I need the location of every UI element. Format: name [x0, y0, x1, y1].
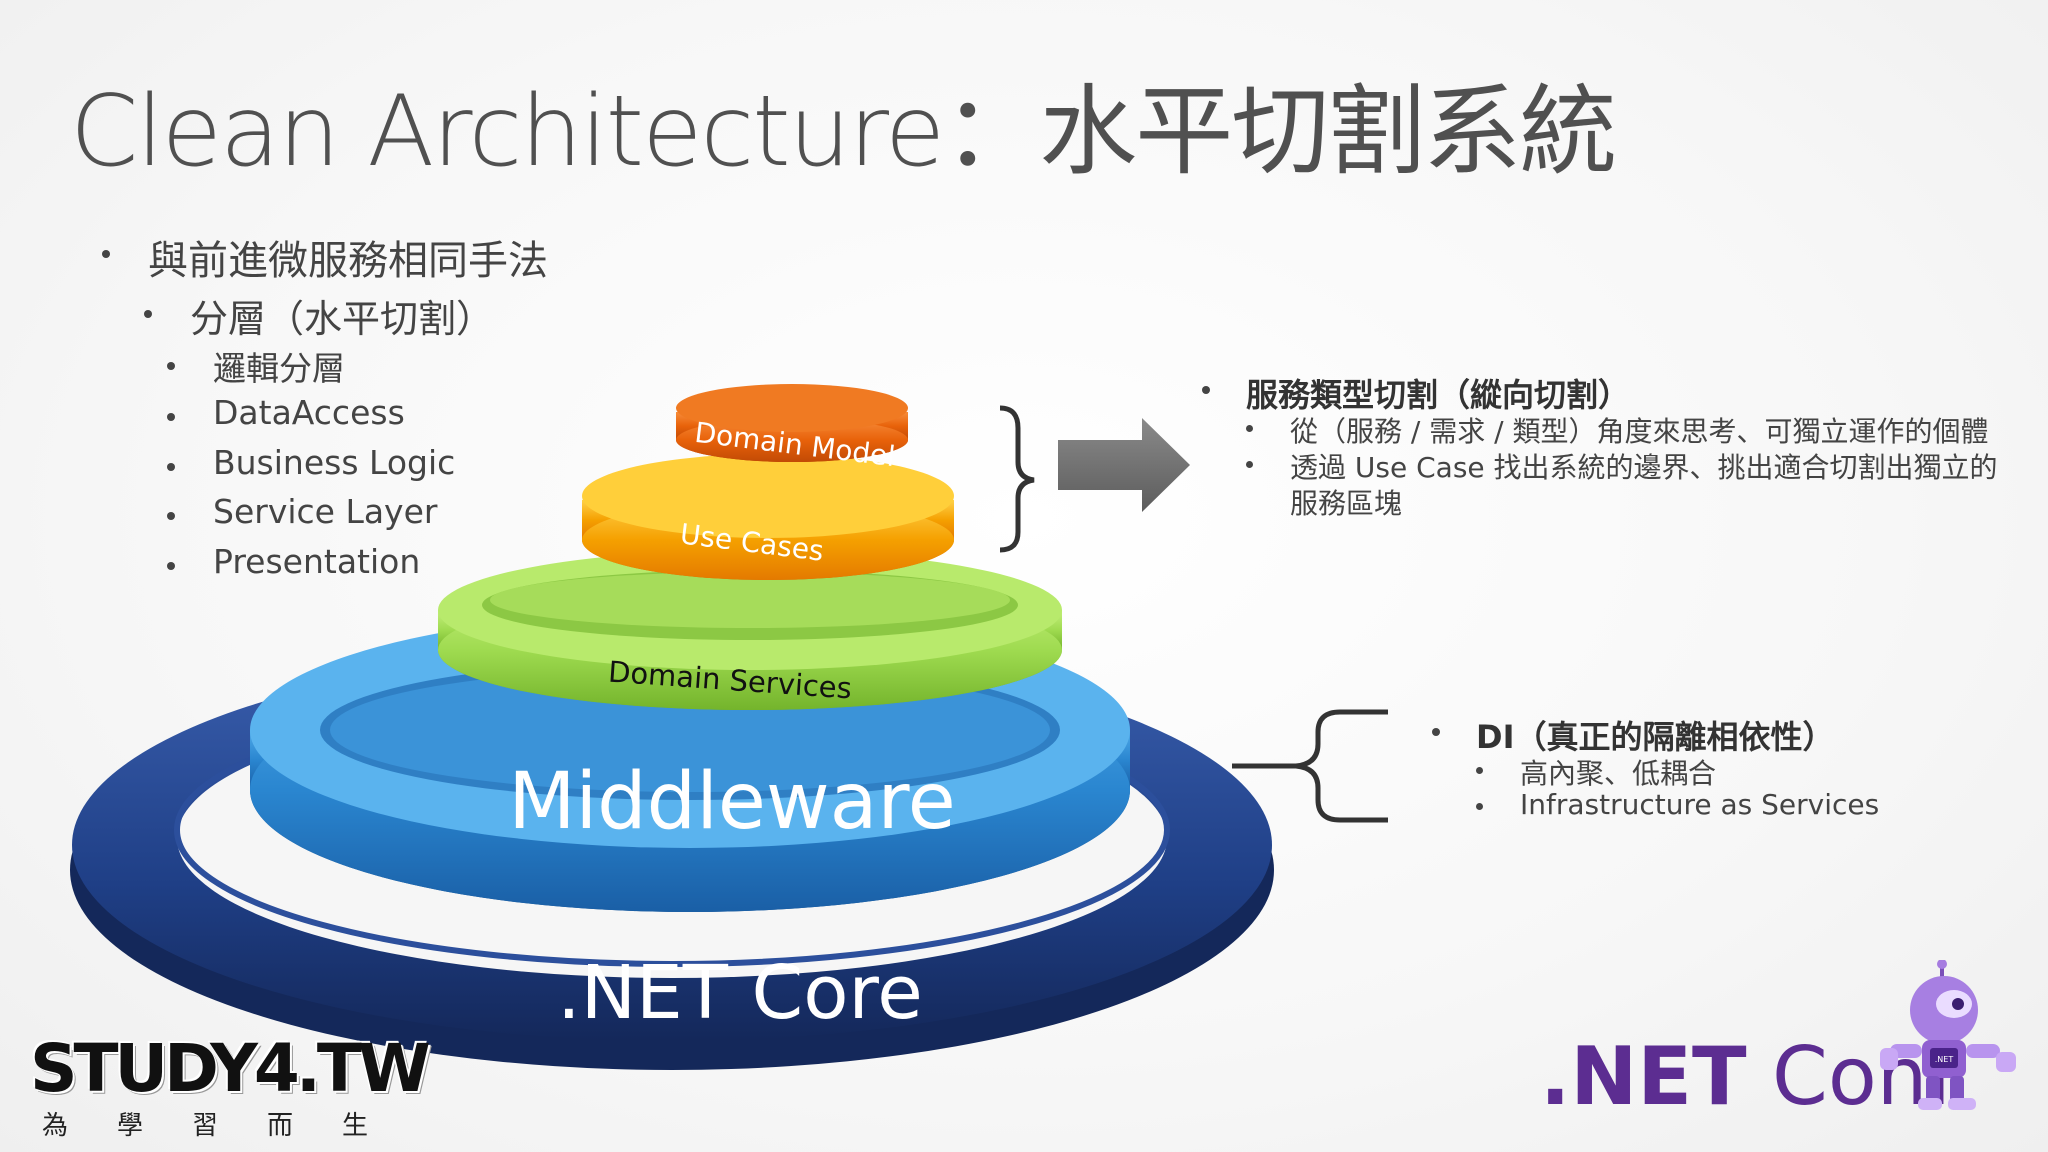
study4-wordmark: STUDY4.TW	[30, 1030, 431, 1107]
bullet-level3: Service Layer	[167, 492, 438, 531]
brace-top	[999, 405, 1035, 553]
tagline-char: 為	[42, 1111, 69, 1141]
bullet-level2: 分層（水平切割）	[144, 288, 495, 343]
bullet-level2: 從（服務 / 需求 / 類型）角度來思考、可獨立運作的個體	[1246, 410, 1989, 450]
bullet-text: 與前進微服務相同手法	[148, 238, 548, 284]
tagline-char: 而	[266, 1111, 293, 1141]
bullet-text: 分層（水平切割）	[190, 297, 495, 341]
bullet-text: 服務類型切割（縱向切割）	[1246, 376, 1631, 414]
bullet-continuation: 服務區塊	[1290, 482, 1402, 522]
bullet-level1: DI（真正的隔離相依性）	[1432, 712, 1835, 758]
bullet-level3: Presentation	[167, 542, 421, 581]
bullet-text: 透過 Use Case 找出系統的邊界、挑出適合切割出獨立的	[1290, 451, 1998, 484]
tagline-char: 生	[341, 1111, 368, 1141]
bullet-text: DataAccess	[213, 393, 405, 432]
brace-bottom	[1232, 709, 1388, 823]
domain-services-layer	[438, 550, 1062, 710]
bullet-level1: 服務類型切割（縱向切割）	[1202, 370, 1631, 416]
bullet-text: DI（真正的隔離相依性）	[1476, 718, 1835, 756]
bullet-text: 邏輯分層	[213, 349, 345, 388]
bullet-level3: Business Logic	[167, 443, 456, 482]
bullet-text: Infrastructure as Services	[1520, 788, 1880, 821]
netconf-bold: .NET	[1540, 1030, 1747, 1123]
domain-model-layer	[676, 384, 908, 462]
bullet-text: 高內聚、低耦合	[1520, 757, 1717, 790]
label-middleware: Middleware	[508, 757, 956, 847]
bot-badge: .NET	[1935, 1055, 1954, 1064]
slide-title: Clean Architecture：水平切割系統	[70, 75, 1617, 189]
bullet-text: 從（服務 / 需求 / 類型）角度來思考、可獨立運作的個體	[1290, 415, 1989, 448]
study4-tagline: 為 學 習 而 生	[30, 1105, 380, 1142]
tagline-char: 習	[191, 1111, 218, 1141]
bullet-level2: 高內聚、低耦合	[1476, 752, 1717, 792]
bullet-level3: 邏輯分層	[167, 342, 345, 390]
label-net-core: .NET Core	[557, 950, 923, 1036]
bullet-level2: 透過 Use Case 找出系統的邊界、挑出適合切割出獨立的	[1246, 446, 1998, 486]
bullet-text: Business Logic	[213, 443, 456, 482]
bullet-level3: DataAccess	[167, 393, 405, 432]
bullet-level1: 與前進微服務相同手法	[102, 228, 548, 286]
dotnet-bot-icon: .NET	[1880, 960, 2016, 1110]
bullet-text: Service Layer	[213, 492, 438, 531]
use-cases-layer	[582, 454, 954, 580]
tagline-char: 學	[116, 1111, 143, 1141]
bullet-text: Presentation	[213, 542, 421, 581]
study4-logo: STUDY4.TW 為 學 習 而 生	[30, 1030, 431, 1142]
arrow-right-icon	[1058, 418, 1190, 512]
bullet-text: 服務區塊	[1290, 487, 1403, 520]
bullet-level2: Infrastructure as Services	[1476, 788, 1880, 821]
